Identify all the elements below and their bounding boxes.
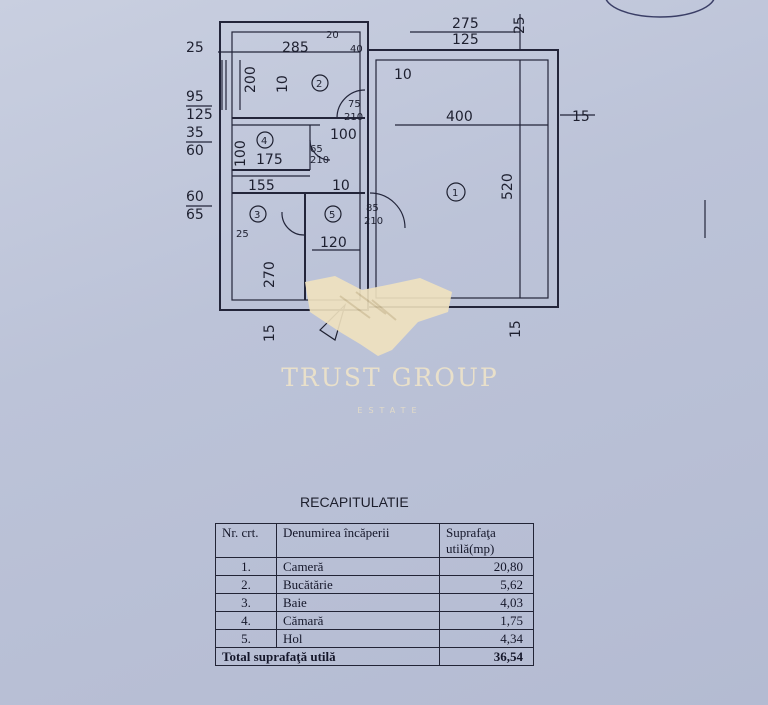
row-area: 1,75 <box>439 611 534 630</box>
room-marker-circle <box>446 182 466 202</box>
table-row: 5. Hol 4,34 <box>215 629 534 648</box>
table-header-row: Nr. crt. Denumirea încăperii Suprafaţa u… <box>215 523 534 558</box>
dim-label: 60 <box>186 143 204 159</box>
wall-main-room <box>367 49 559 308</box>
dim-label: 10 <box>332 178 350 194</box>
watermark-brand: TRUST GROUP <box>281 363 499 392</box>
dim-label: 100 <box>330 127 357 143</box>
dim-label: 40 <box>350 44 363 55</box>
dim-label: 60 <box>186 189 204 205</box>
row-nr: 1. <box>215 557 277 576</box>
dim-label: 210 <box>310 155 329 166</box>
recap-table: Nr. crt. Denumirea încăperii Suprafaţa u… <box>215 523 534 666</box>
table-row: 4. Cămară 1,75 <box>215 611 534 630</box>
header-nr: Nr. crt. <box>215 523 277 558</box>
dim-label: 35 <box>186 125 204 141</box>
dim-label: 270 <box>262 261 278 288</box>
row-name: Cămară <box>276 611 440 630</box>
header-name: Denumirea încăperii <box>276 523 440 558</box>
door-bath <box>281 211 306 236</box>
handshake-logo-icon <box>305 276 452 356</box>
dim-label: 520 <box>500 173 516 200</box>
dim-label: 155 <box>248 178 275 194</box>
room-number: 4 <box>261 136 267 147</box>
room-number: 1 <box>452 188 458 199</box>
row-area: 5,62 <box>439 575 534 594</box>
dim-label: 100 <box>233 140 249 167</box>
dim-label: 65 <box>310 144 323 155</box>
door-kitchen <box>336 89 366 119</box>
dim-label: 10 <box>394 67 412 83</box>
room-number: 3 <box>254 210 260 221</box>
room-marker-circle <box>256 131 274 149</box>
stamp-seal <box>605 0 715 18</box>
table-row: 2. Bucătărie 5,62 <box>215 575 534 594</box>
row-area: 20,80 <box>439 557 534 576</box>
row-name: Cameră <box>276 557 440 576</box>
watermark-subtitle: ESTATE <box>357 406 423 415</box>
row-nr: 5. <box>215 629 277 648</box>
dim-label: 85 <box>366 203 379 214</box>
room-marker-circle <box>324 205 342 223</box>
dim-label: 275 <box>452 16 479 32</box>
row-area: 4,03 <box>439 593 534 612</box>
dim-label: 25 <box>236 229 249 240</box>
total-label: Total suprafaţă utilă <box>215 647 440 666</box>
table-row: 1. Cameră 20,80 <box>215 557 534 576</box>
dim-label: 210 <box>344 112 363 123</box>
dim-label: 15 <box>508 320 524 338</box>
row-nr: 3. <box>215 593 277 612</box>
dim-label: 15 <box>572 109 590 125</box>
row-name: Hol <box>276 629 440 648</box>
dim-label: 25 <box>512 16 528 34</box>
dim-label: 120 <box>320 235 347 251</box>
room-number: 2 <box>316 79 322 90</box>
room-number: 5 <box>329 210 335 221</box>
room-marker-circle <box>311 74 329 92</box>
dim-label: 20 <box>326 30 339 41</box>
dim-label: 125 <box>452 32 479 48</box>
dim-label: 400 <box>446 109 473 125</box>
row-name: Bucătărie <box>276 575 440 594</box>
dim-label: 285 <box>282 40 309 56</box>
wall-main-room-inner <box>375 59 549 299</box>
dim-label: 10 <box>275 75 291 93</box>
recap-title: RECAPITULATIE <box>300 494 409 510</box>
door-main <box>369 192 406 229</box>
door-pantry <box>309 139 331 161</box>
header-area: Suprafaţa utilă(mp) <box>439 523 534 558</box>
dim-label: 75 <box>348 99 361 110</box>
dim-label: 25 <box>186 40 204 56</box>
dim-label: 175 <box>256 152 283 168</box>
dim-label: 210 <box>364 216 383 227</box>
total-area: 36,54 <box>439 647 534 666</box>
dim-label: 95 <box>186 89 204 105</box>
row-name: Baie <box>276 593 440 612</box>
wall-left-block-inner <box>231 31 361 301</box>
row-area: 4,34 <box>439 629 534 648</box>
dim-label: 125 <box>186 107 213 123</box>
dim-label: 15 <box>262 324 278 342</box>
dim-label: 65 <box>186 207 204 223</box>
table-row: 3. Baie 4,03 <box>215 593 534 612</box>
room-marker-circle <box>249 205 267 223</box>
table-total-row: Total suprafaţă utilă 36,54 <box>215 647 534 666</box>
dim-label: 200 <box>243 66 259 93</box>
row-nr: 4. <box>215 611 277 630</box>
row-nr: 2. <box>215 575 277 594</box>
